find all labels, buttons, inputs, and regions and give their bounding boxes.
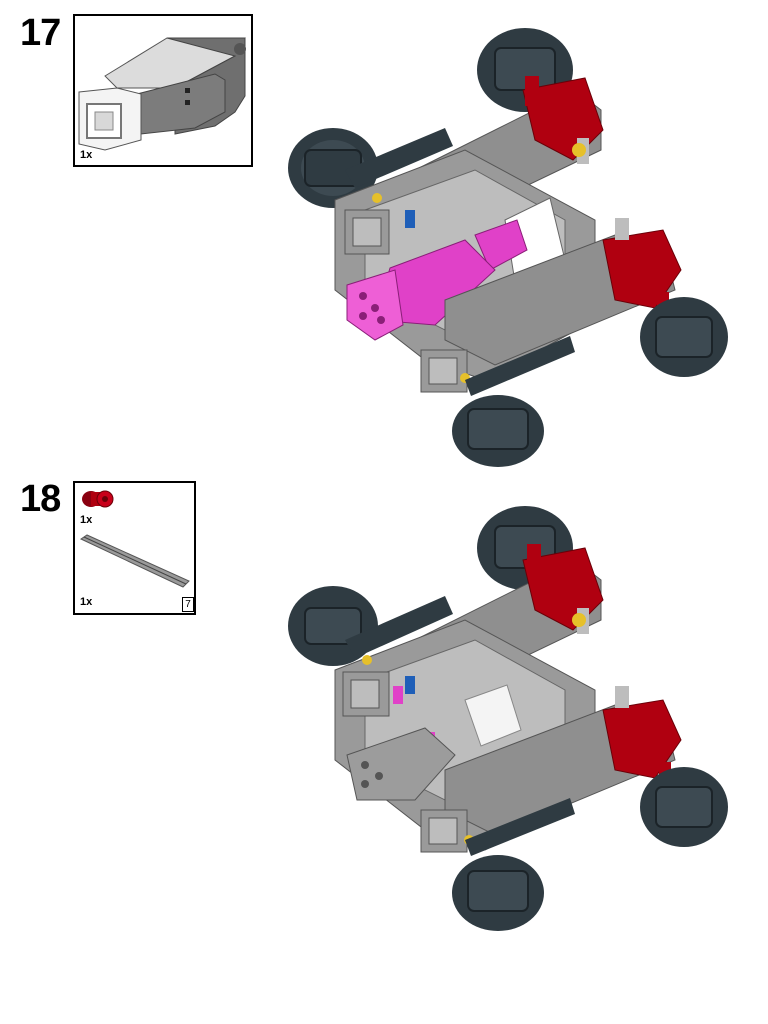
axle-bush-part-image xyxy=(82,490,114,508)
step-17-new-part-highlight xyxy=(346,219,528,341)
step-17-assembly-illustration xyxy=(288,28,728,467)
axle-bush-quantity: 1x xyxy=(80,514,93,526)
wheel-bottom xyxy=(452,395,544,467)
step-18-parts-callout: 1x 1x 7 xyxy=(73,481,196,615)
axle-part-image xyxy=(79,534,190,588)
step-17-number: 17 xyxy=(20,12,61,54)
axle-quantity: 1x xyxy=(80,596,93,608)
wheel-top-left xyxy=(288,128,378,208)
axle-length-badge: 7 xyxy=(182,597,194,612)
medium-motor-part-image xyxy=(78,37,246,151)
step-17-parts-callout: 1x xyxy=(73,14,253,167)
wheel-right xyxy=(640,297,728,377)
medium-motor-quantity: 1x xyxy=(80,149,93,161)
step-18-assembly-illustration xyxy=(288,506,728,931)
step-18-number: 18 xyxy=(20,478,61,520)
